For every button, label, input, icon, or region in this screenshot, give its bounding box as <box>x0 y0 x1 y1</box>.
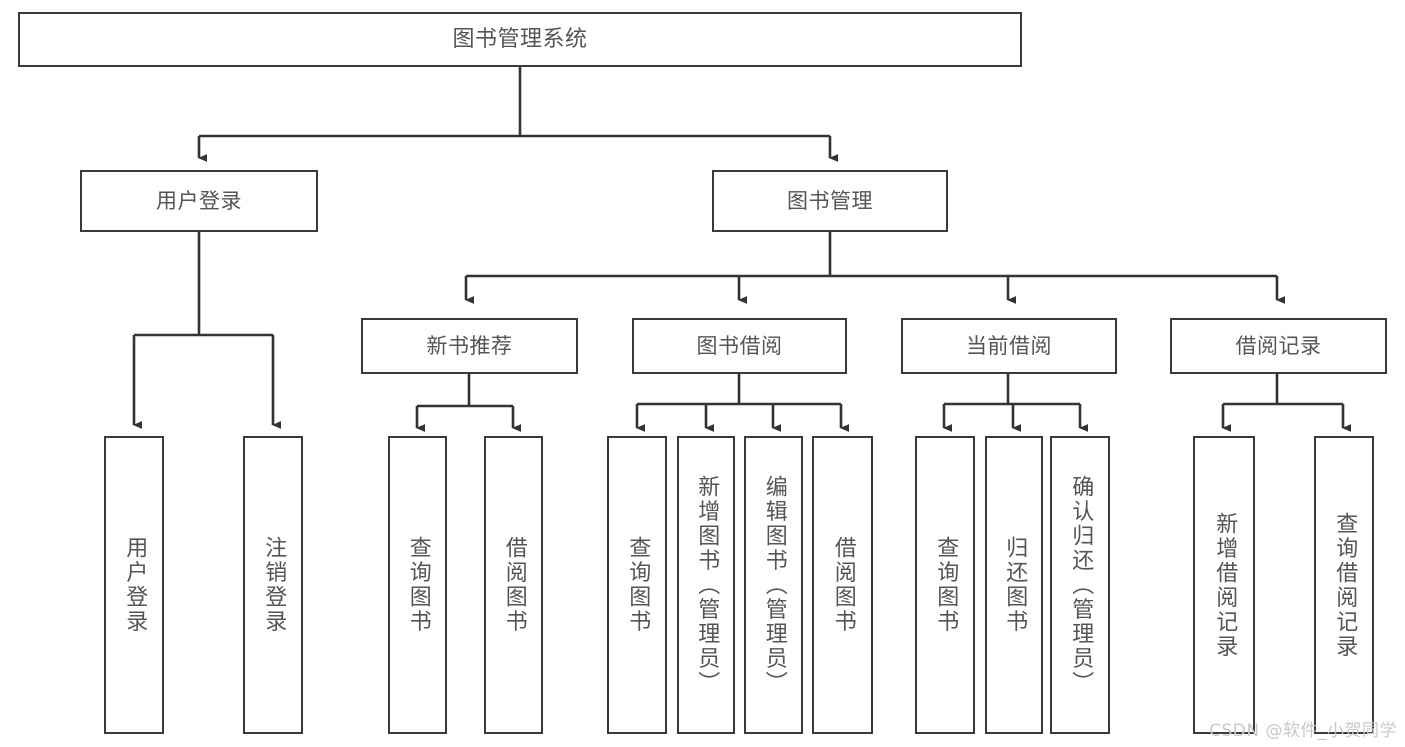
node-leaf-return-book-label: 归还图书 <box>1002 536 1028 634</box>
node-leaf-query-record[interactable]: 查询借阅记录 <box>1314 436 1374 734</box>
node-leaf-borrow-book-2-label: 借阅图书 <box>830 536 856 634</box>
node-leaf-query-book-3[interactable]: 查询图书 <box>915 436 975 734</box>
node-new-book-recommend[interactable]: 新书推荐 <box>361 318 578 374</box>
node-leaf-logout-login-label: 注销登录 <box>261 536 287 634</box>
node-new-book-recommend-label: 新书推荐 <box>426 333 513 358</box>
node-book-borrow-label: 图书借阅 <box>696 333 783 358</box>
node-borrow-record[interactable]: 借阅记录 <box>1170 318 1387 374</box>
node-leaf-confirm-return[interactable]: 确认归还（管理员） <box>1050 436 1110 734</box>
node-user-login-label: 用户登录 <box>156 188 242 213</box>
node-leaf-query-book-3-label: 查询图书 <box>933 536 959 634</box>
node-leaf-edit-book[interactable]: 编辑图书（管理员） <box>744 436 803 734</box>
node-leaf-return-book[interactable]: 归还图书 <box>985 436 1043 734</box>
node-current-borrow[interactable]: 当前借阅 <box>901 318 1117 374</box>
watermark-text: CSDN @软件_小贺同学 <box>1209 721 1397 741</box>
node-leaf-add-book[interactable]: 新增图书（管理员） <box>677 436 735 734</box>
node-leaf-borrow-book-1-label: 借阅图书 <box>501 536 527 634</box>
node-leaf-add-record[interactable]: 新增借阅记录 <box>1193 436 1255 734</box>
node-borrow-record-label: 借阅记录 <box>1235 333 1322 358</box>
node-current-borrow-label: 当前借阅 <box>966 333 1052 358</box>
node-leaf-borrow-book-2[interactable]: 借阅图书 <box>812 436 873 734</box>
node-leaf-query-book-1[interactable]: 查询图书 <box>388 436 447 734</box>
node-root-system[interactable]: 图书管理系统 <box>18 12 1022 67</box>
node-leaf-add-book-label: 新增图书（管理员） <box>694 474 720 696</box>
node-leaf-query-book-2-label: 查询图书 <box>625 536 651 634</box>
node-leaf-user-login[interactable]: 用户登录 <box>104 436 164 734</box>
node-book-management-label: 图书管理 <box>787 188 873 213</box>
node-book-borrow[interactable]: 图书借阅 <box>632 318 847 374</box>
node-leaf-borrow-book-1[interactable]: 借阅图书 <box>484 436 543 734</box>
node-leaf-logout-login[interactable]: 注销登录 <box>243 436 303 734</box>
node-user-login[interactable]: 用户登录 <box>80 170 318 232</box>
node-leaf-query-record-label: 查询借阅记录 <box>1332 511 1358 659</box>
node-leaf-user-login-label: 用户登录 <box>122 536 148 634</box>
node-leaf-query-book-2[interactable]: 查询图书 <box>607 436 667 734</box>
node-root-system-label: 图书管理系统 <box>452 26 588 52</box>
node-book-management[interactable]: 图书管理 <box>712 170 948 232</box>
node-leaf-edit-book-label: 编辑图书（管理员） <box>761 474 787 696</box>
node-leaf-confirm-return-label: 确认归还（管理员） <box>1068 474 1094 696</box>
node-leaf-add-record-label: 新增借阅记录 <box>1212 511 1238 659</box>
node-leaf-query-book-1-label: 查询图书 <box>405 536 431 634</box>
